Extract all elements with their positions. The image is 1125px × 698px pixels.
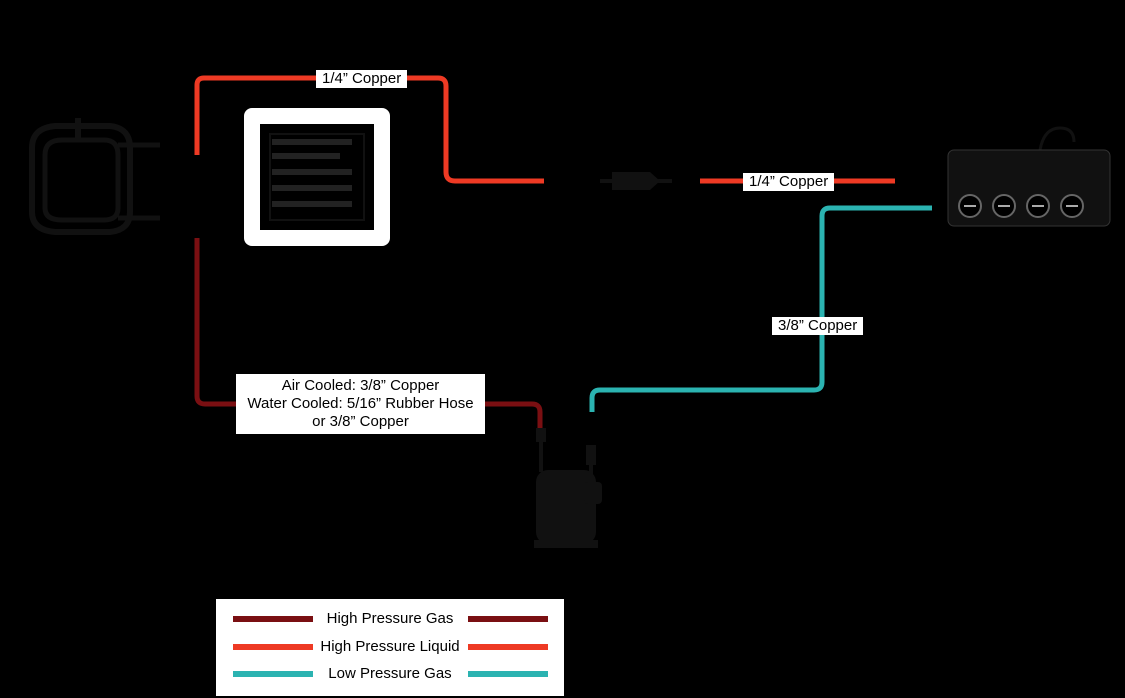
discharge-label-line-1: Air Cooled: 3/8” Copper xyxy=(281,377,440,394)
high-liquid-swatch xyxy=(468,644,548,650)
filter-drier-icon xyxy=(600,172,672,190)
low-pressure-gas-line xyxy=(589,205,932,412)
low-gas-swatch xyxy=(233,671,313,677)
high-liquid-swatch xyxy=(233,644,313,650)
compressor-icon xyxy=(534,428,602,548)
high-gas-swatch xyxy=(468,616,548,622)
legend-label-high-gas: High Pressure Gas xyxy=(326,610,454,627)
suction-line-label: 3/8” Copper xyxy=(772,317,864,335)
legend-row-high-liquid: High Pressure Liquid xyxy=(216,637,564,657)
liquid-line-top-label: 1/4” Copper xyxy=(316,70,408,88)
evaporator-unit-icon xyxy=(947,126,1111,227)
condenser-coil-icon xyxy=(29,118,160,235)
discharge-line-label: Air Cooled: 3/8” Copper Water Cooled: 5/… xyxy=(236,374,485,434)
condenser-unit-icon xyxy=(244,108,390,246)
legend-row-high-gas: High Pressure Gas xyxy=(216,609,564,629)
legend-label-low-gas: Low Pressure Gas xyxy=(328,665,452,682)
discharge-label-line-3: or 3/8” Copper xyxy=(312,413,409,430)
legend: High Pressure Gas High Pressure Liquid L… xyxy=(216,599,564,696)
liquid-line-right-label: 1/4” Copper xyxy=(743,173,835,191)
high-pressure-liquid-line-top xyxy=(194,75,544,184)
low-gas-swatch xyxy=(468,671,548,677)
legend-row-low-gas: Low Pressure Gas xyxy=(216,664,564,684)
discharge-label-line-2: Water Cooled: 5/16” Rubber Hose xyxy=(247,395,474,412)
high-gas-swatch xyxy=(233,616,313,622)
legend-label-high-liquid: High Pressure Liquid xyxy=(320,638,460,655)
